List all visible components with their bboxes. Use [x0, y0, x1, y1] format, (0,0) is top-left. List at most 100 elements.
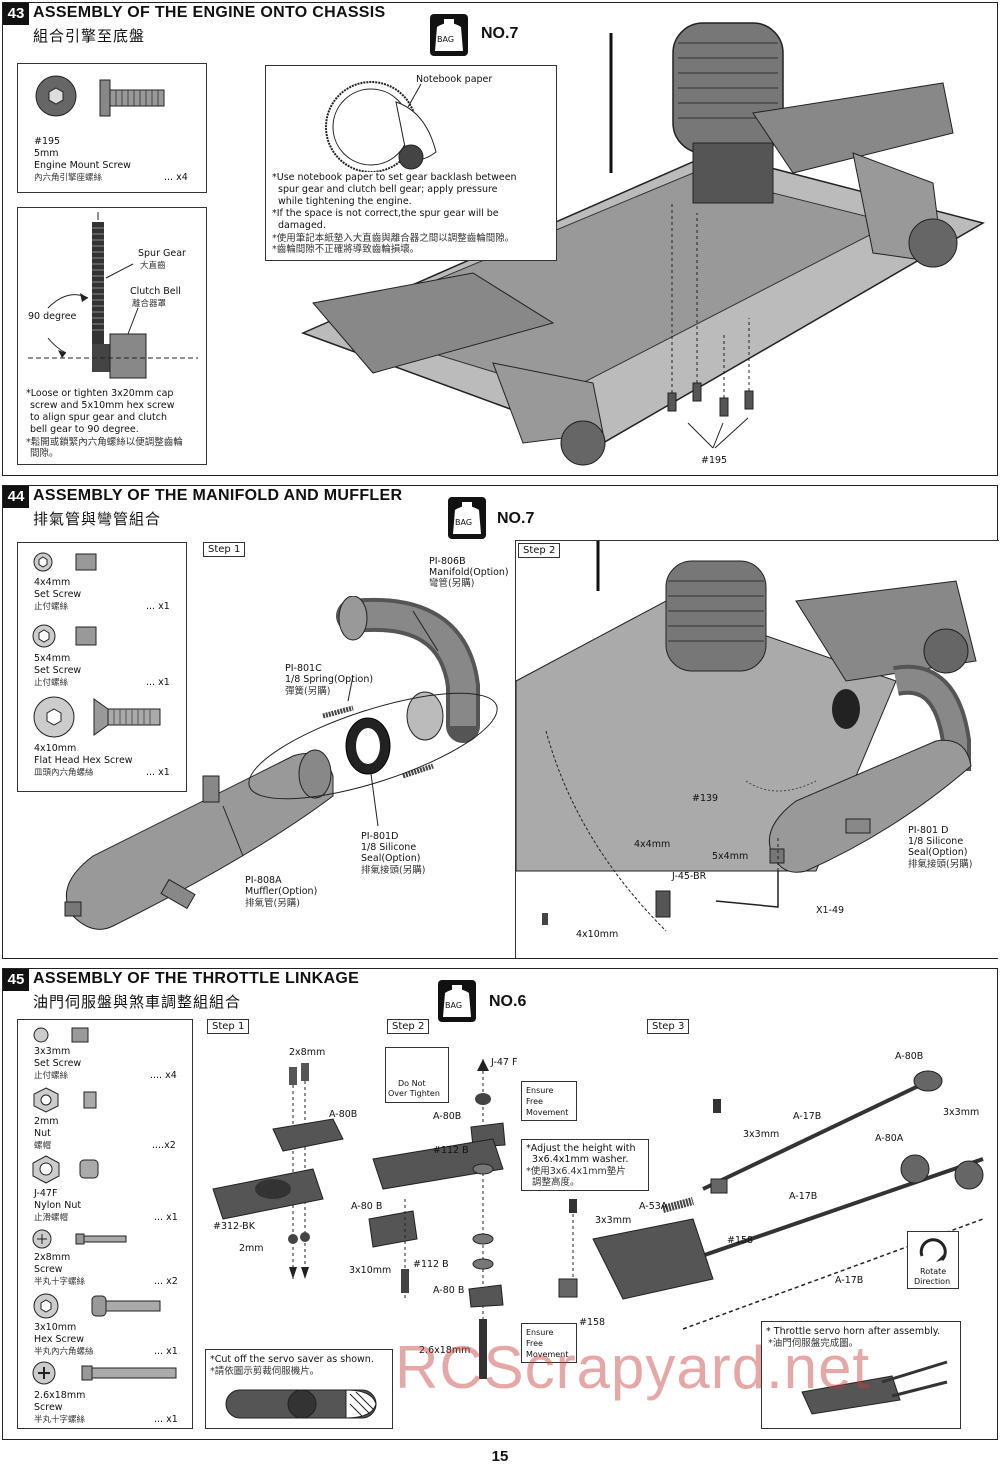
rod-a17b-label: A-17B — [835, 1275, 864, 1286]
part-qty: ... x1 — [146, 677, 170, 688]
step-2-label: Step 2 — [387, 1019, 430, 1034]
spur-gear-label: Spur Gear — [138, 248, 186, 259]
part-size: J-47F — [34, 1188, 58, 1199]
adjust-line2: 3x6.4x1mm washer. — [532, 1154, 629, 1165]
part-qty: ... x1 — [146, 767, 170, 778]
bag-icon — [448, 497, 486, 539]
do-not-over-tighten-note: Do Not Over Tighten — [385, 1047, 449, 1103]
part-name: Nylon Nut — [34, 1200, 82, 1211]
rod-a17b-label: A-17B — [789, 1191, 818, 1202]
notebook-paper-label: Notebook paper — [416, 74, 493, 85]
part-112b-label: #112 B — [413, 1259, 449, 1270]
gear-note-line3: to align spur gear and clutch — [30, 412, 168, 423]
ensure-line1: Ensure — [526, 1328, 554, 1337]
horn-note-en: * Throttle servo horn after assembly. — [766, 1326, 941, 1337]
set-screw-icon — [33, 552, 97, 572]
screw-callout: #195 — [701, 455, 728, 466]
part-name-cn: 止付螺絲 — [34, 678, 69, 688]
gear-note-line1: *Loose or tighten 3x20mm cap — [26, 388, 174, 399]
gear-note-cn2: 間隙。 — [30, 448, 59, 459]
step-1-label: Step 1 — [207, 1019, 250, 1034]
part-name-cn: 半丸內六角螺絲 — [34, 1347, 94, 1357]
part-code: #195 — [34, 136, 61, 147]
paper-note-line2: spur gear and clutch bell gear; apply pr… — [278, 184, 498, 195]
bag-label: BAG — [455, 518, 473, 527]
part-size: 3x10mm — [34, 1322, 77, 1333]
nylon-nut-label: J-47 F — [491, 1057, 518, 1068]
manifold-spring-callout: #139 — [692, 793, 719, 804]
paper-note-cn1: *使用筆記本紙墊入大直齒與離合器之間以調整齒輪間隙。 — [272, 233, 515, 244]
adjust-height-note: *Adjust the height with 3x6.4x1mm washer… — [521, 1139, 649, 1191]
screw-2x8-label: 2x8mm — [289, 1047, 326, 1058]
nut-icon — [33, 1087, 97, 1113]
donot-line1: Do Not — [398, 1079, 426, 1088]
part-size: 4x10mm — [34, 743, 77, 754]
bag-icon — [430, 14, 468, 56]
part-size: 2x8mm — [34, 1252, 71, 1263]
step-3-label: Step 3 — [647, 1019, 690, 1034]
adjust-cn1: *使用3x6.4x1mm墊片 — [526, 1166, 626, 1177]
part-112b-label: #112 B — [433, 1145, 469, 1156]
manifold-muffler-drawing — [64, 596, 498, 930]
seal-name-line1: 1/8 Silicone — [908, 836, 964, 847]
part-size: 4x4mm — [34, 577, 71, 588]
part-name: Set Screw — [34, 1058, 82, 1069]
part-size: 5mm — [34, 148, 59, 159]
step-number: 45 — [3, 969, 29, 991]
seal-name-cn: 排氣接頭(另購) — [908, 859, 973, 870]
seal-name-cn: 排氣接頭(另購) — [361, 865, 426, 876]
screw-4x4-label: 4x4mm — [634, 839, 671, 850]
part-size: 2.6x18mm — [34, 1390, 86, 1401]
part-j45-label: J-45-BR — [672, 871, 707, 882]
washer-icon — [35, 75, 77, 117]
chassis-muffler-drawing — [516, 541, 977, 932]
muffler-name: Muffler(Option) — [245, 886, 318, 897]
adjust-line1: *Adjust the height with — [526, 1143, 636, 1154]
section-44: 44 ASSEMBLY OF THE MANIFOLD AND MUFFLER … — [2, 485, 999, 959]
seal-name-line1: 1/8 Silicone — [361, 842, 417, 853]
step-2-label: Step 2 — [518, 543, 561, 558]
paper-note-line4: *If the space is not correct,the spur ge… — [272, 208, 499, 219]
part-name: Hex Screw — [34, 1334, 85, 1345]
throttle-horn-note: * Throttle servo horn after assembly. *油… — [761, 1321, 961, 1429]
rotate-line2: Direction — [914, 1277, 951, 1286]
part-name: Set Screw — [34, 589, 82, 600]
seal-code: PI-801 D — [908, 825, 949, 836]
part-name-cn: 止付螺絲 — [34, 1071, 69, 1081]
clutch-bell-label-cn: 離合器罩 — [132, 299, 167, 309]
flat-head-screw-icon — [33, 696, 161, 738]
throttle-linkage-step3-drawing — [558, 1070, 984, 1330]
part-x149-label: X1-49 — [816, 905, 845, 916]
parts-box: 4x4mm Set Screw 止付螺絲 ... x1 5x4mm Set Sc… — [17, 542, 187, 792]
part-name: Engine Mount Screw — [34, 160, 131, 171]
phillips-screw-icon — [32, 1361, 177, 1385]
part-name-cn: 止付螺絲 — [34, 602, 69, 612]
part-qty: ... x1 — [146, 601, 170, 612]
servo-saver-cut-diagram — [225, 1389, 377, 1419]
step-1-label: Step 1 — [203, 542, 246, 557]
part-a80b-label: A-80B — [895, 1051, 924, 1062]
part-qty: ... x4 — [164, 172, 188, 183]
bag-label: BAG — [437, 35, 455, 44]
nut-2mm-label: 2mm — [239, 1243, 264, 1254]
parts-box: 3x3mm Set Screw 止付螺絲 .... x4 2mm Nut 螺帽 … — [17, 1019, 193, 1429]
section-43: 43 ASSEMBLY OF THE ENGINE ONTO CHASSIS 組… — [2, 2, 998, 476]
part-qty: .... x4 — [150, 1070, 177, 1081]
part-name: Flat Head Hex Screw — [34, 755, 133, 766]
step-number: 43 — [3, 3, 29, 25]
set-screw-icon — [32, 624, 97, 648]
ensure-line2: Free — [526, 1339, 543, 1348]
manifold-name-cn: 彎管(另購) — [429, 578, 475, 589]
gear-alignment-box: Spur Gear 大直齒 Clutch Bell 離合器罩 90 degree… — [17, 207, 207, 465]
hex-screw-icon — [33, 1293, 161, 1319]
spring-code: PI-801C — [285, 663, 322, 674]
part-name-cn: 止滑螺帽 — [34, 1213, 69, 1223]
parts-box: #195 5mm Engine Mount Screw 內六角引擎座螺絲 ...… — [17, 63, 207, 193]
bag-number: NO.7 — [481, 25, 519, 42]
spring-name-cn: 彈簧(另購) — [285, 686, 331, 697]
part-qty: ... x1 — [154, 1346, 178, 1357]
part-qty: ....x2 — [152, 1140, 176, 1151]
chassis-engine-drawing — [300, 22, 985, 466]
paper-note-line1: *Use notebook paper to set gear backlash… — [272, 172, 517, 183]
part-name-cn: 半丸十字螺絲 — [34, 1415, 86, 1425]
